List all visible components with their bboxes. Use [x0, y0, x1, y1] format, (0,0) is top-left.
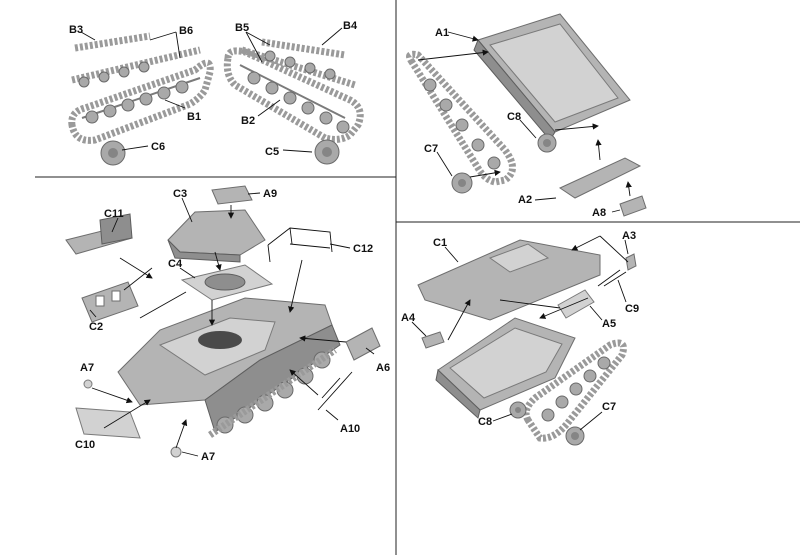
- part-c9: [597, 269, 627, 287]
- label-c5: C5: [265, 146, 279, 158]
- label-c8: C8: [507, 111, 521, 123]
- label-c3: C3: [173, 188, 187, 200]
- label-c4: C4: [168, 258, 183, 270]
- panel-dividers: [35, 0, 800, 555]
- part-c12: [267, 227, 333, 263]
- label-a8: A8: [592, 207, 606, 219]
- label-a5: A5: [602, 318, 616, 330]
- panel-tracks: B3 B6 B5 B4 B1 B2 C6 C5: [68, 20, 364, 166]
- panel-lower-hull: A1 C8 C7 A2 A8: [406, 13, 647, 219]
- part-a9: [211, 185, 253, 205]
- part-a7-top: [83, 379, 93, 389]
- label-c9: C9: [625, 303, 639, 315]
- label-a9: A9: [263, 188, 277, 200]
- label-a6: A6: [376, 362, 390, 374]
- track-set-left: [68, 32, 214, 166]
- part-a3: [625, 253, 637, 271]
- part-a5: [557, 289, 595, 319]
- label-a7-bottom: A7: [201, 451, 215, 463]
- label-a10: A10: [340, 423, 360, 435]
- part-c3: [167, 209, 266, 256]
- label-c1: C1: [433, 237, 447, 249]
- part-c2: [81, 281, 139, 323]
- track-left-lower: [406, 50, 516, 186]
- part-c10: [75, 407, 141, 439]
- label-b2: B2: [241, 115, 255, 127]
- panel-hull-assembly: C1 A3 A5 C9 A4 C8 C7: [401, 230, 639, 446]
- label-b1: B1: [187, 111, 201, 123]
- label-c7-b: C7: [602, 401, 616, 413]
- label-c12: C12: [353, 243, 373, 255]
- label-a4: A4: [401, 312, 416, 324]
- label-c8-b: C8: [478, 416, 492, 428]
- part-a10: [317, 371, 353, 411]
- label-c11: C11: [104, 208, 124, 220]
- part-c1: [417, 239, 601, 321]
- part-a2: [558, 157, 642, 199]
- label-c2: C2: [89, 321, 103, 333]
- label-c10: C10: [75, 439, 95, 451]
- part-a6: [345, 327, 381, 361]
- panel-superstructure: C3 A9 C11 C4 C12 C2 A7 A6 A10 C10 A7: [65, 185, 390, 463]
- track-set-right: [223, 38, 364, 165]
- part-a8: [619, 195, 647, 217]
- label-a1: A1: [435, 27, 449, 39]
- label-b3: B3: [69, 24, 83, 36]
- label-b6: B6: [179, 25, 193, 37]
- label-a7-top: A7: [80, 362, 94, 374]
- label-b4: B4: [343, 20, 358, 32]
- track-right-assembly: [522, 339, 627, 442]
- part-a4: [421, 331, 445, 349]
- label-a2: A2: [518, 194, 532, 206]
- part-a7-bottom: [170, 446, 182, 458]
- label-a3: A3: [622, 230, 636, 242]
- label-c6: C6: [151, 141, 165, 153]
- label-c7: C7: [424, 143, 438, 155]
- label-b5: B5: [235, 22, 249, 34]
